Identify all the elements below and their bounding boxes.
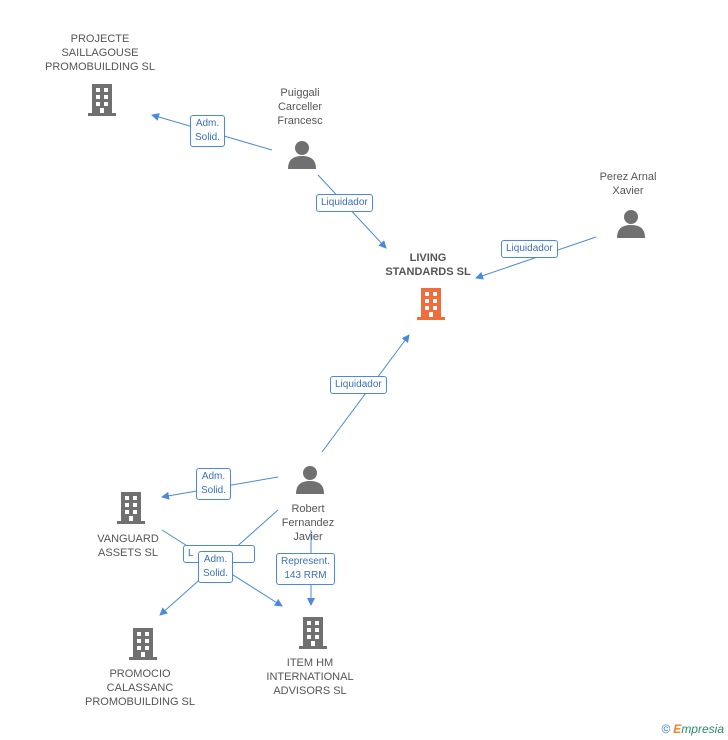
empresia-credit[interactable]: © Empresia	[661, 722, 724, 736]
person-label-robert[interactable]: Robert Fernandez Javier	[281, 503, 335, 543]
copyright-icon: ©	[661, 722, 671, 736]
edge-label-puiggali-living: Liquidador	[316, 194, 373, 212]
person-icon[interactable]	[295, 465, 325, 495]
edge-label-puiggali-projecte: Adm. Solid.	[190, 115, 226, 147]
company-label-promocio[interactable]: PROMOCIO CALASSANC PROMOBUILDING SL	[84, 668, 196, 708]
building-icon[interactable]	[86, 82, 118, 116]
building-icon[interactable]	[127, 626, 159, 660]
edge-label-vanguard-promocio: Adm. Solid.	[198, 551, 234, 583]
edge-label-robert-item: Represent. 143 RRM	[276, 553, 335, 585]
building-icon[interactable]	[115, 490, 147, 524]
edge-label-robert-vanguard: Adm. Solid.	[196, 468, 232, 500]
company-label-vanguard[interactable]: VANGUARD ASSETS SL	[97, 533, 159, 559]
person-icon[interactable]	[616, 209, 646, 239]
edge-label-perez-living: Liquidador	[501, 240, 558, 258]
person-icon[interactable]	[287, 140, 317, 170]
building-icon[interactable]	[297, 615, 329, 649]
company-label-living[interactable]: LIVING STANDARDS SL	[385, 252, 471, 278]
person-label-perez[interactable]: Perez Arnal Xavier	[599, 171, 657, 197]
company-label-item[interactable]: ITEM HM INTERNATIONAL ADVISORS SL	[266, 657, 354, 697]
empresia-logo: Empresia	[673, 722, 724, 736]
company-label-projecte[interactable]: PROJECTE SAILLAGOUSE PROMOBUILDING SL	[44, 33, 156, 73]
building-icon[interactable]	[415, 286, 447, 320]
person-label-puiggali[interactable]: Puiggali Carceller Francesc	[277, 87, 323, 127]
edge-label-robert-living: Liquidador	[330, 376, 387, 394]
